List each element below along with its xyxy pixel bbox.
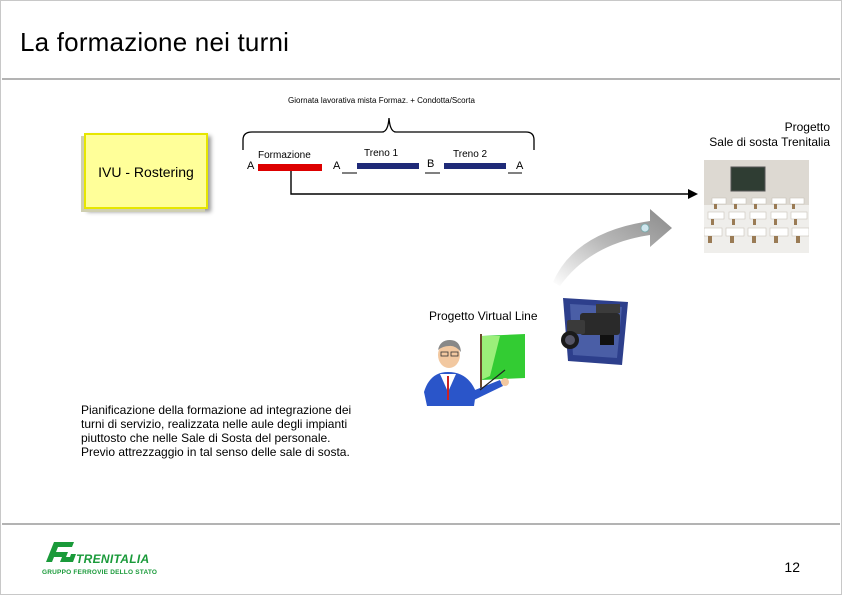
description-line: turni di servizio, realizzata nelle aule… — [81, 417, 348, 431]
page-number: 12 — [784, 559, 800, 575]
video-camera-icon — [561, 298, 628, 365]
description-text: Pianificazione della formazione ad integ… — [81, 403, 391, 459]
progetto-sale-line2: Sale di sosta Trenitalia — [709, 135, 830, 149]
marker-a-after-formazione: A — [333, 160, 341, 172]
teacher-icon — [424, 334, 525, 406]
logo-tagline: GRUPPO FERROVIE DELLO STATO — [42, 569, 158, 576]
ivu-rostering-box: IVU - Rostering — [84, 133, 208, 209]
progetto-virtual-line-label: Progetto Virtual Line — [429, 309, 538, 323]
bracket-label: Giornata lavorativa mista Formaz. + Cond… — [288, 96, 475, 105]
treno2-bar — [444, 163, 506, 169]
formazione-bar — [258, 164, 322, 171]
title-divider — [2, 78, 840, 80]
description-line: Previo attrezzaggio in tal senso delle s… — [81, 445, 350, 459]
classroom-image — [704, 160, 809, 253]
progetto-sale-line1: Progetto — [784, 120, 830, 134]
ivu-rostering-label: IVU - Rostering — [98, 164, 194, 180]
formazione-label: Formazione — [258, 150, 311, 161]
slide-title: La formazione nei turni — [20, 27, 290, 57]
end-marker-a: A — [516, 160, 524, 172]
logo-brand: TRENITALIA — [76, 552, 150, 566]
trenitalia-logo: TRENITALIA GRUPPO FERROVIE DELLO STATO — [40, 538, 170, 578]
footer-divider — [2, 523, 840, 525]
marker-b: B — [427, 158, 435, 170]
day-bracket — [242, 117, 535, 150]
description-line: piuttosto che nelle Sale di Sosta del pe… — [81, 431, 331, 445]
treno2-label: Treno 2 — [453, 149, 488, 160]
formazione-to-room-arrow — [290, 171, 688, 195]
treno1-bar — [357, 163, 419, 169]
curved-arrow — [553, 209, 672, 286]
fs-logo-icon — [46, 542, 76, 562]
description-line: Pianificazione della formazione ad integ… — [81, 403, 352, 417]
start-marker-a: A — [247, 160, 255, 172]
treno1-label: Treno 1 — [364, 148, 399, 159]
progetto-sale-label: Progetto Sale di sosta Trenitalia — [660, 120, 830, 150]
